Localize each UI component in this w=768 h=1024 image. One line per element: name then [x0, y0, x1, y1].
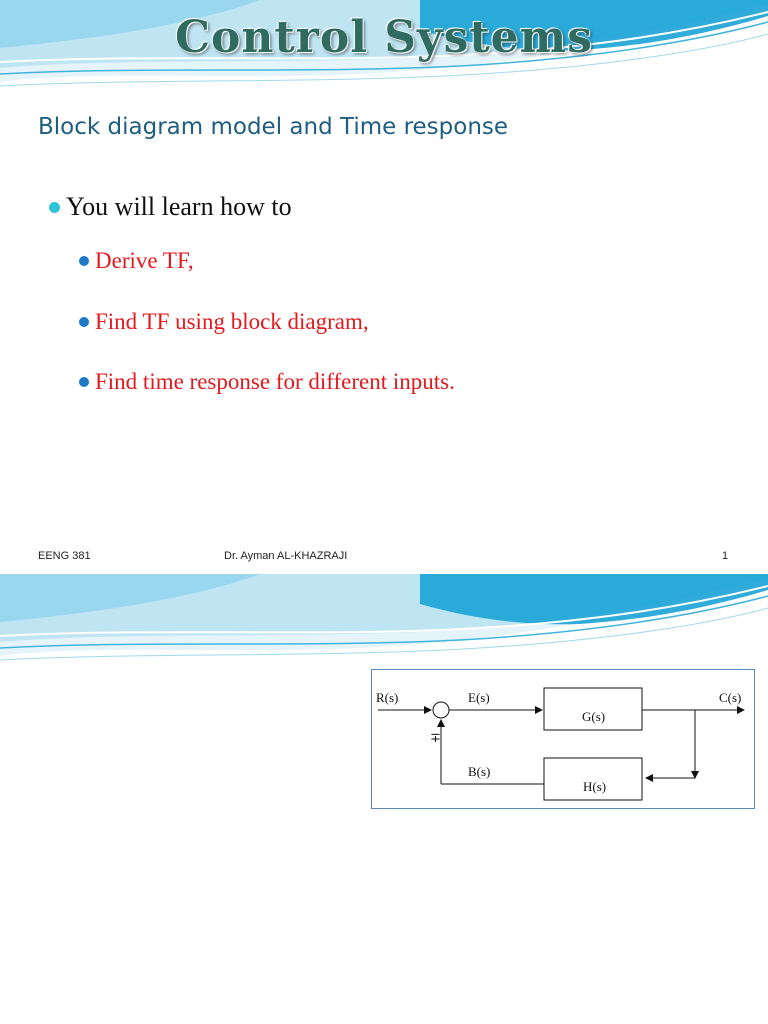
- slide-2: R(s) E(s) G(s) C(s) H(s) B(s) ∓: [0, 574, 768, 1024]
- subbullet-text: Derive TF,: [95, 248, 194, 273]
- error-label: E(s): [468, 690, 490, 705]
- slide-subtitle: Block diagram model and Time response: [38, 114, 509, 140]
- subbullet-item: Find time response for different inputs.: [79, 369, 455, 395]
- feedback-sign-label: ∓: [430, 730, 441, 745]
- bullet-dot-icon: [79, 256, 89, 266]
- bullet-dot-icon: [49, 201, 60, 213]
- block-diagram-figure: R(s) E(s) G(s) C(s) H(s) B(s) ∓: [371, 669, 755, 809]
- footer-course-code: EENG 381: [38, 550, 91, 562]
- wave-header-graphic: [0, 0, 768, 87]
- subbullet-text: Find TF using block diagram,: [95, 309, 369, 334]
- feedback-block-label: H(s): [583, 779, 606, 794]
- slide-title: Control Systems: [174, 12, 593, 63]
- wave-header-graphic: [0, 574, 768, 661]
- footer-author: Dr. Ayman AL-KHAZRAJI: [224, 550, 348, 562]
- summing-junction: [432, 701, 450, 719]
- forward-block-label: G(s): [582, 709, 605, 724]
- subbullet-item: Derive TF,: [79, 248, 194, 274]
- bullet-text: You will learn how to: [66, 192, 292, 221]
- feedback-block: [543, 757, 643, 801]
- subbullet-text: Find time response for different inputs.: [95, 369, 455, 394]
- output-label: C(s): [719, 690, 741, 705]
- slide-1: Control Systems Block diagram model and …: [0, 0, 768, 562]
- feedback-signal-label: B(s): [468, 764, 490, 779]
- bullet-dot-icon: [79, 317, 89, 327]
- input-label: R(s): [376, 690, 398, 705]
- bullet-dot-icon: [79, 377, 89, 387]
- footer-page-number: 1: [722, 550, 729, 562]
- subbullet-item: Find TF using block diagram,: [79, 309, 369, 335]
- bullet-item: You will learn how to: [49, 192, 292, 222]
- forward-block: [543, 687, 643, 731]
